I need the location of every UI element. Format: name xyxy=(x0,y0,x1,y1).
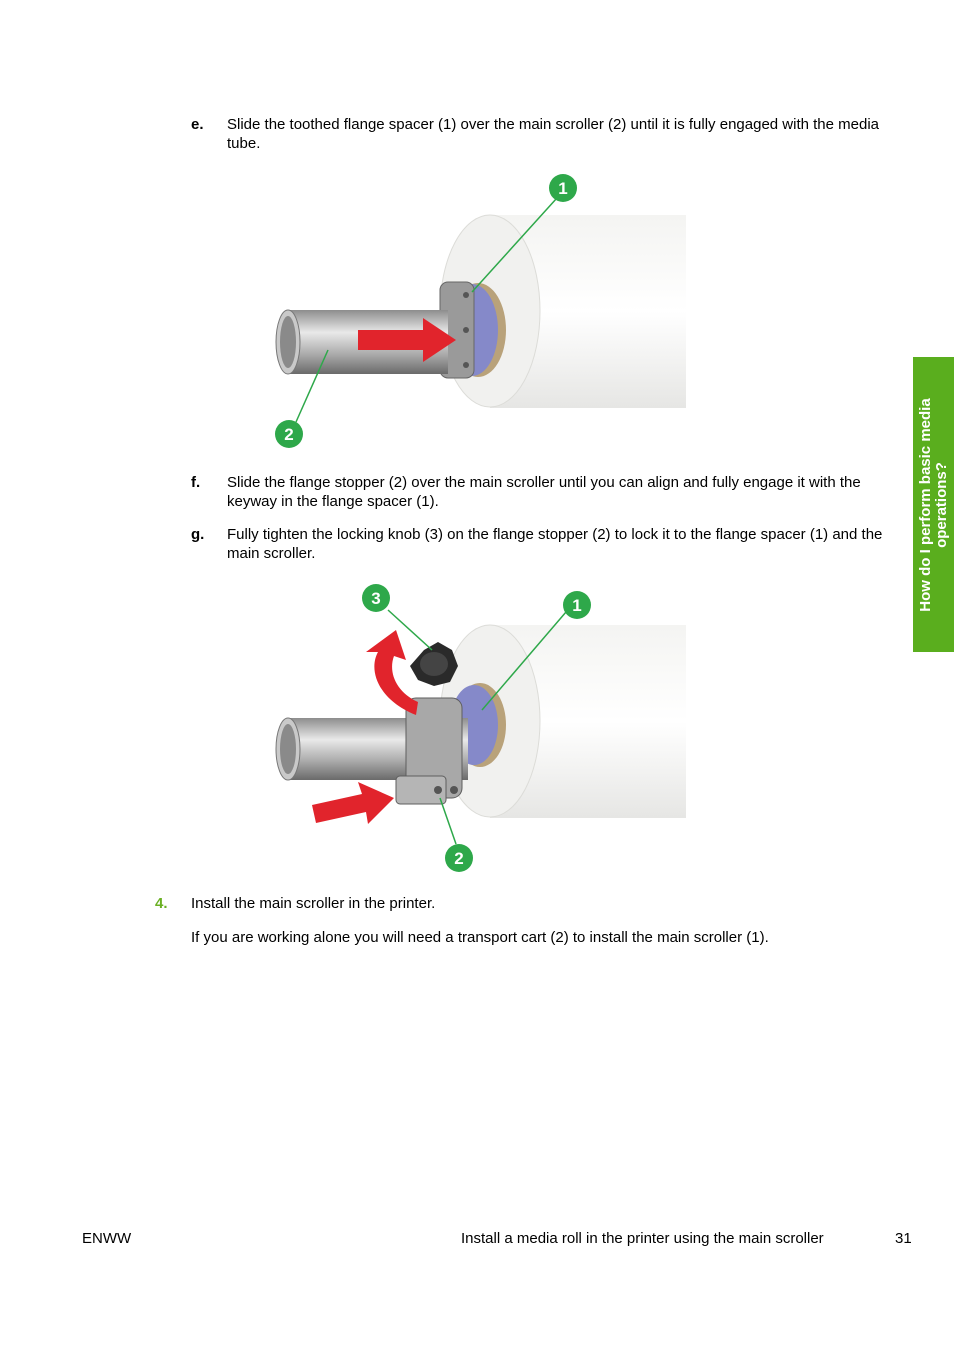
svg-text:1: 1 xyxy=(572,596,581,615)
step-e-text: Slide the toothed flange spacer (1) over… xyxy=(227,116,880,152)
page-number: 31 xyxy=(895,1230,912,1247)
figure-flange-stopper: 3 1 2 xyxy=(275,584,686,872)
chapter-side-tab-label: How do I perform basic media operations? xyxy=(916,397,950,612)
svg-text:1: 1 xyxy=(558,179,567,198)
footer-left: ENWW xyxy=(82,1230,132,1247)
step-f-text: Slide the flange stopper (2) over the ma… xyxy=(227,474,861,510)
step-4-note: If you are working alone you will need a… xyxy=(191,928,893,947)
step-e-label: e. xyxy=(191,116,204,133)
chapter-side-tab[interactable]: How do I perform basic media operations? xyxy=(913,357,954,652)
svg-text:2: 2 xyxy=(284,425,293,444)
svg-text:3: 3 xyxy=(371,589,380,608)
step-g-text: Fully tighten the locking knob (3) on th… xyxy=(227,526,883,562)
callout-2: 2 xyxy=(445,844,473,872)
callout-1: 1 xyxy=(549,174,577,202)
svg-text:2: 2 xyxy=(454,849,463,868)
callout-1: 1 xyxy=(563,591,591,619)
step-g-label: g. xyxy=(191,526,205,543)
step-4-note-text: If you are working alone you will need a… xyxy=(191,929,769,946)
footer-title: Install a media roll in the printer usin… xyxy=(461,1230,824,1247)
figure-flange-spacer: 1 2 xyxy=(275,174,686,448)
callout-2: 2 xyxy=(275,420,303,448)
callout-3: 3 xyxy=(362,584,390,612)
step-4-text: Install the main scroller in the printer… xyxy=(191,895,436,912)
step-4-number: 4. xyxy=(155,895,168,912)
step-f-label: f. xyxy=(191,474,201,491)
